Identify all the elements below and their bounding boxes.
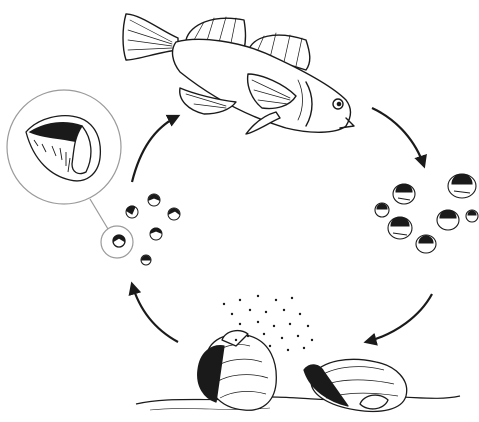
arrow-larvae-to-mussels xyxy=(366,294,432,342)
arrow-fish-to-larvae xyxy=(372,108,424,166)
glochidium-icon xyxy=(126,194,180,265)
river-bed xyxy=(136,396,460,404)
arrow-mussels-to-glochidia xyxy=(132,284,178,342)
arrow-glochidia-to-fish xyxy=(132,116,178,182)
attached-larvae-icon xyxy=(375,174,478,253)
mussel-icon xyxy=(198,331,407,412)
cycle-arrows xyxy=(132,108,432,342)
fish-icon xyxy=(123,14,354,134)
